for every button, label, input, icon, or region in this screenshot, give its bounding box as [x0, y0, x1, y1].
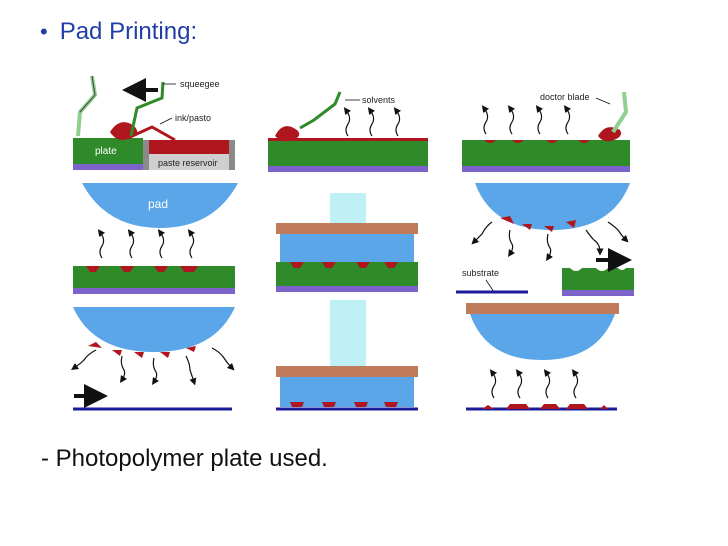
panel-5-pad-pressed — [276, 193, 418, 292]
pad-label: pad — [148, 197, 168, 211]
panel-8-pad-on-substrate — [276, 300, 418, 411]
plate — [73, 138, 143, 164]
plate-label: plate — [95, 146, 117, 157]
bullet-icon: • — [40, 19, 48, 44]
panel-7-transfer — [71, 307, 235, 411]
panel-2-solvents: solvents — [268, 91, 428, 172]
ink-paste-label: ink/pasto — [175, 113, 211, 123]
panel-3-doctor-blade: doctor blade — [462, 91, 630, 172]
substrate-label: substrate — [462, 268, 499, 278]
panel-6-pad-lifted: substrate — [456, 183, 634, 296]
panel-9-printed-substrate — [466, 303, 619, 411]
doctor-blade-label: doctor blade — [540, 92, 590, 102]
solvents-label: solvents — [362, 95, 396, 105]
slide-title: Pad Printing: — [59, 18, 198, 45]
footnote: - Photopolymer plate used. — [41, 445, 328, 472]
panel-4-pad-approach: pad — [73, 183, 238, 294]
paste-reservoir-label: paste reservoir — [158, 158, 218, 168]
squeegee-label: squeegee — [180, 79, 220, 89]
bullet-title-row: • Pad Printing: — [40, 18, 197, 46]
pad — [82, 183, 238, 228]
panel-1-squeegee: plate paste reservoir squeegee ink/pasto — [73, 75, 235, 170]
